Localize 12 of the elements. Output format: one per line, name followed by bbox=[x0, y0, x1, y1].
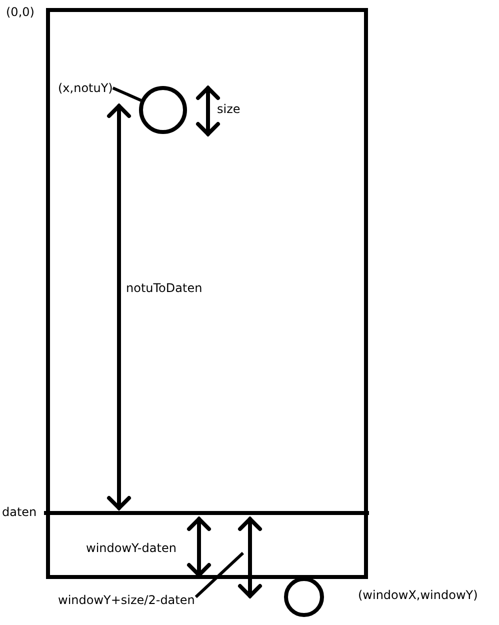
dimension-label: windowY-daten bbox=[86, 541, 176, 555]
leader-line bbox=[194, 552, 244, 598]
circle-shape bbox=[284, 577, 324, 617]
coordinate-label: (0,0) bbox=[6, 5, 34, 19]
leader-line bbox=[112, 86, 142, 102]
line-label: daten bbox=[2, 505, 37, 519]
coordinate-label: windowY+size/2-daten bbox=[58, 593, 195, 607]
coordinate-label: (x,notuY) bbox=[58, 81, 113, 95]
coordinate-label: (windowX,windowY) bbox=[358, 588, 478, 602]
dimension-label: notuToDaten bbox=[126, 281, 202, 295]
dimension-label: size bbox=[217, 102, 240, 116]
circle-shape bbox=[139, 86, 187, 134]
